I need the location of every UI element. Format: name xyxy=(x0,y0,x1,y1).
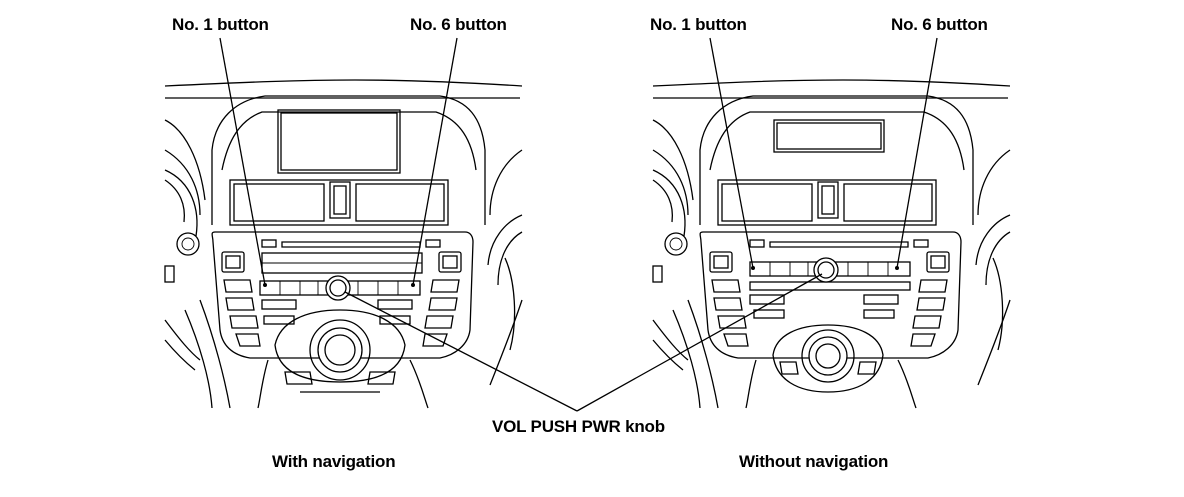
without-navigation-illustration xyxy=(652,79,1011,409)
left-no6-button-label: No. 6 button xyxy=(410,15,507,34)
vol-knob-label: VOL PUSH PWR knob xyxy=(492,417,665,436)
leader-lines xyxy=(219,37,938,412)
without-navigation-caption: Without navigation xyxy=(739,452,889,471)
left-no1-button-label: No. 1 button xyxy=(172,15,269,34)
with-navigation-caption: With navigation xyxy=(272,452,396,471)
right-no1-button-label: No. 1 button xyxy=(650,15,747,34)
right-no6-button-label: No. 6 button xyxy=(891,15,988,34)
with-navigation-illustration xyxy=(164,79,523,409)
